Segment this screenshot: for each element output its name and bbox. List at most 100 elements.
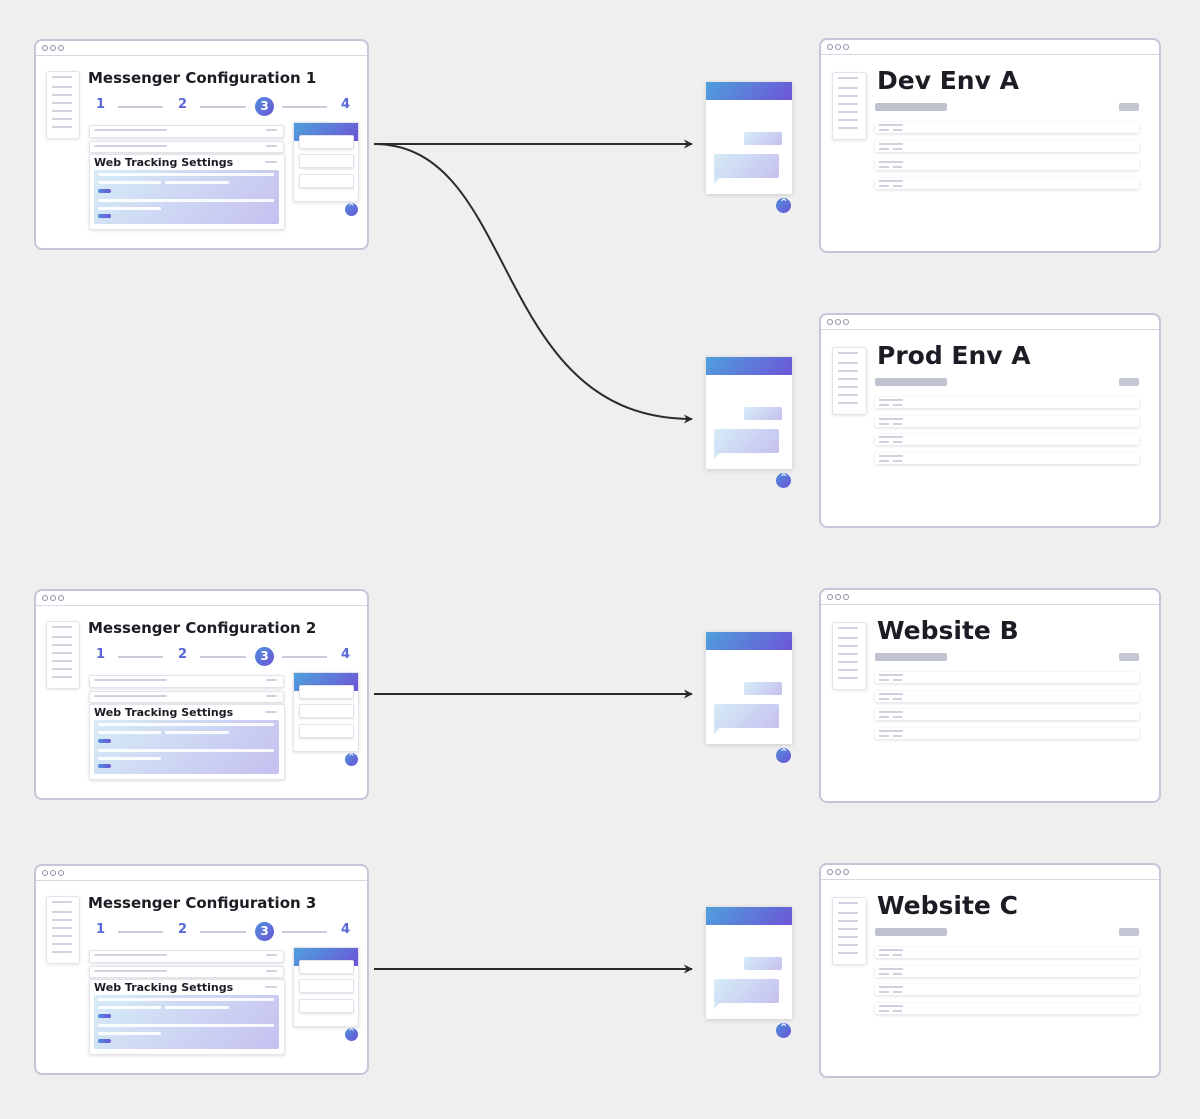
window-dot-icon bbox=[50, 595, 56, 601]
config-title: Messenger Configuration 2 bbox=[88, 619, 317, 637]
collapsed-section[interactable] bbox=[89, 966, 284, 978]
target-window-3: Website B bbox=[819, 588, 1161, 803]
chat-bubble bbox=[744, 957, 782, 970]
step-3-active[interactable]: 3 bbox=[255, 922, 274, 941]
window-dot-icon bbox=[58, 870, 64, 876]
sidebar bbox=[832, 897, 867, 965]
launcher-chevron-up-icon[interactable] bbox=[776, 473, 791, 488]
window-dot-icon bbox=[827, 869, 833, 875]
action-placeholder[interactable] bbox=[1119, 653, 1139, 661]
step-4[interactable]: 4 bbox=[341, 647, 351, 662]
chat-bubble bbox=[714, 704, 779, 734]
launcher-chevron-up-icon[interactable] bbox=[345, 1027, 358, 1041]
step-connector bbox=[282, 106, 327, 108]
list-item bbox=[875, 434, 1139, 445]
step-2[interactable]: 2 bbox=[178, 97, 188, 112]
messenger-header bbox=[706, 907, 792, 925]
action-placeholder[interactable] bbox=[1119, 103, 1139, 111]
messenger-header bbox=[706, 82, 792, 100]
step-3-active[interactable]: 3 bbox=[255, 647, 274, 666]
action-placeholder[interactable] bbox=[1119, 378, 1139, 386]
list-item bbox=[875, 141, 1139, 152]
window-dot-icon bbox=[58, 45, 64, 51]
site-title: Website C bbox=[877, 891, 1018, 920]
step-connector bbox=[282, 931, 327, 933]
web-tracking-section[interactable]: Web Tracking Settings bbox=[89, 979, 285, 1055]
config-title: Messenger Configuration 3 bbox=[88, 894, 317, 912]
collapsed-section[interactable] bbox=[89, 691, 284, 703]
config-title: Messenger Configuration 1 bbox=[88, 69, 317, 87]
window-dot-icon bbox=[835, 319, 841, 325]
sidebar bbox=[46, 896, 80, 964]
step-connector bbox=[200, 931, 246, 933]
list-item bbox=[875, 178, 1139, 189]
step-2[interactable]: 2 bbox=[178, 922, 188, 937]
target-window-4: Website C bbox=[819, 863, 1161, 1078]
messenger-preview-panel bbox=[293, 672, 359, 752]
chat-bubble bbox=[744, 132, 782, 145]
list-item bbox=[875, 159, 1139, 170]
window-dot-icon bbox=[843, 869, 849, 875]
window-titlebar bbox=[36, 41, 367, 56]
step-1[interactable]: 1 bbox=[96, 647, 106, 662]
step-1[interactable]: 1 bbox=[96, 922, 106, 937]
launcher-chevron-up-icon[interactable] bbox=[345, 752, 358, 766]
subtitle-placeholder bbox=[875, 653, 947, 661]
step-connector bbox=[118, 106, 163, 108]
step-4[interactable]: 4 bbox=[341, 97, 351, 112]
list-item bbox=[875, 966, 1139, 977]
launcher-chevron-up-icon[interactable] bbox=[776, 1023, 791, 1038]
window-dot-icon bbox=[42, 45, 48, 51]
sidebar bbox=[832, 347, 867, 415]
step-3-active[interactable]: 3 bbox=[255, 97, 274, 116]
window-dot-icon bbox=[827, 594, 833, 600]
window-titlebar bbox=[36, 591, 367, 606]
subtitle-placeholder bbox=[875, 103, 947, 111]
messenger-header bbox=[706, 632, 792, 650]
step-4[interactable]: 4 bbox=[341, 922, 351, 937]
settings-preview bbox=[94, 995, 279, 1049]
list-item bbox=[875, 672, 1139, 683]
launcher-chevron-up-icon[interactable] bbox=[776, 198, 791, 213]
window-dot-icon bbox=[58, 595, 64, 601]
sidebar bbox=[832, 72, 867, 140]
step-connector bbox=[118, 656, 163, 658]
sidebar bbox=[832, 622, 867, 690]
section-title: Web Tracking Settings bbox=[94, 706, 234, 719]
collapsed-section[interactable] bbox=[89, 141, 284, 153]
site-title: Dev Env A bbox=[877, 66, 1019, 95]
web-tracking-section[interactable]: Web Tracking Settings bbox=[89, 154, 285, 230]
window-dot-icon bbox=[50, 45, 56, 51]
list-item bbox=[875, 122, 1139, 133]
step-2[interactable]: 2 bbox=[178, 647, 188, 662]
list-item bbox=[875, 397, 1139, 408]
step-1[interactable]: 1 bbox=[96, 97, 106, 112]
window-titlebar bbox=[821, 40, 1159, 55]
action-placeholder[interactable] bbox=[1119, 928, 1139, 936]
list-item bbox=[875, 1003, 1139, 1014]
launcher-chevron-up-icon[interactable] bbox=[776, 748, 791, 763]
chat-bubble bbox=[744, 407, 782, 420]
window-dot-icon bbox=[50, 870, 56, 876]
window-dot-icon bbox=[843, 319, 849, 325]
messenger-window bbox=[706, 632, 792, 744]
collapsed-section[interactable] bbox=[89, 950, 284, 963]
chat-bubble bbox=[744, 682, 782, 695]
collapsed-section[interactable] bbox=[89, 675, 284, 688]
chat-bubble bbox=[714, 429, 779, 459]
subtitle-placeholder bbox=[875, 378, 947, 386]
collapsed-section[interactable] bbox=[89, 125, 284, 138]
window-dot-icon bbox=[42, 595, 48, 601]
list-item bbox=[875, 416, 1139, 427]
site-title: Website B bbox=[877, 616, 1019, 645]
messenger-header bbox=[706, 357, 792, 375]
chat-bubble bbox=[714, 154, 779, 184]
launcher-chevron-up-icon[interactable] bbox=[345, 202, 358, 216]
web-tracking-section[interactable]: Web Tracking Settings bbox=[89, 704, 285, 780]
window-dot-icon bbox=[835, 594, 841, 600]
list-item bbox=[875, 453, 1139, 464]
settings-preview bbox=[94, 720, 279, 774]
messenger-window bbox=[706, 907, 792, 1019]
messenger-preview-panel bbox=[293, 122, 359, 202]
